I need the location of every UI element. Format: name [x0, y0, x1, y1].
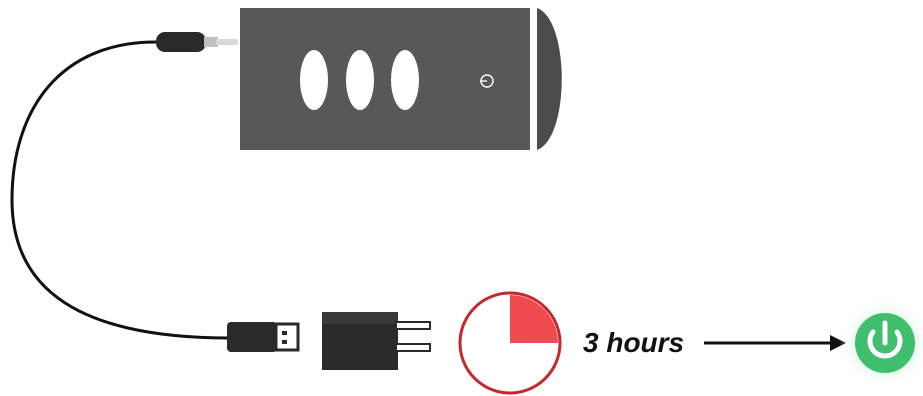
usb-plug [227, 322, 298, 352]
jack-plug [156, 32, 238, 52]
device-button-2 [346, 50, 374, 110]
device-button-3 [391, 50, 419, 110]
arrow-icon [704, 335, 846, 351]
device [240, 8, 562, 150]
power-icon [839, 297, 923, 389]
timer-elapsed-wedge [510, 295, 558, 343]
device-end-cap [537, 8, 562, 150]
charging-cable [12, 42, 230, 338]
timer-icon [460, 293, 560, 393]
wall-adapter [322, 312, 430, 370]
device-body [240, 8, 530, 150]
duration-label: 3 hours [583, 327, 684, 358]
device-button-1 [300, 50, 328, 110]
